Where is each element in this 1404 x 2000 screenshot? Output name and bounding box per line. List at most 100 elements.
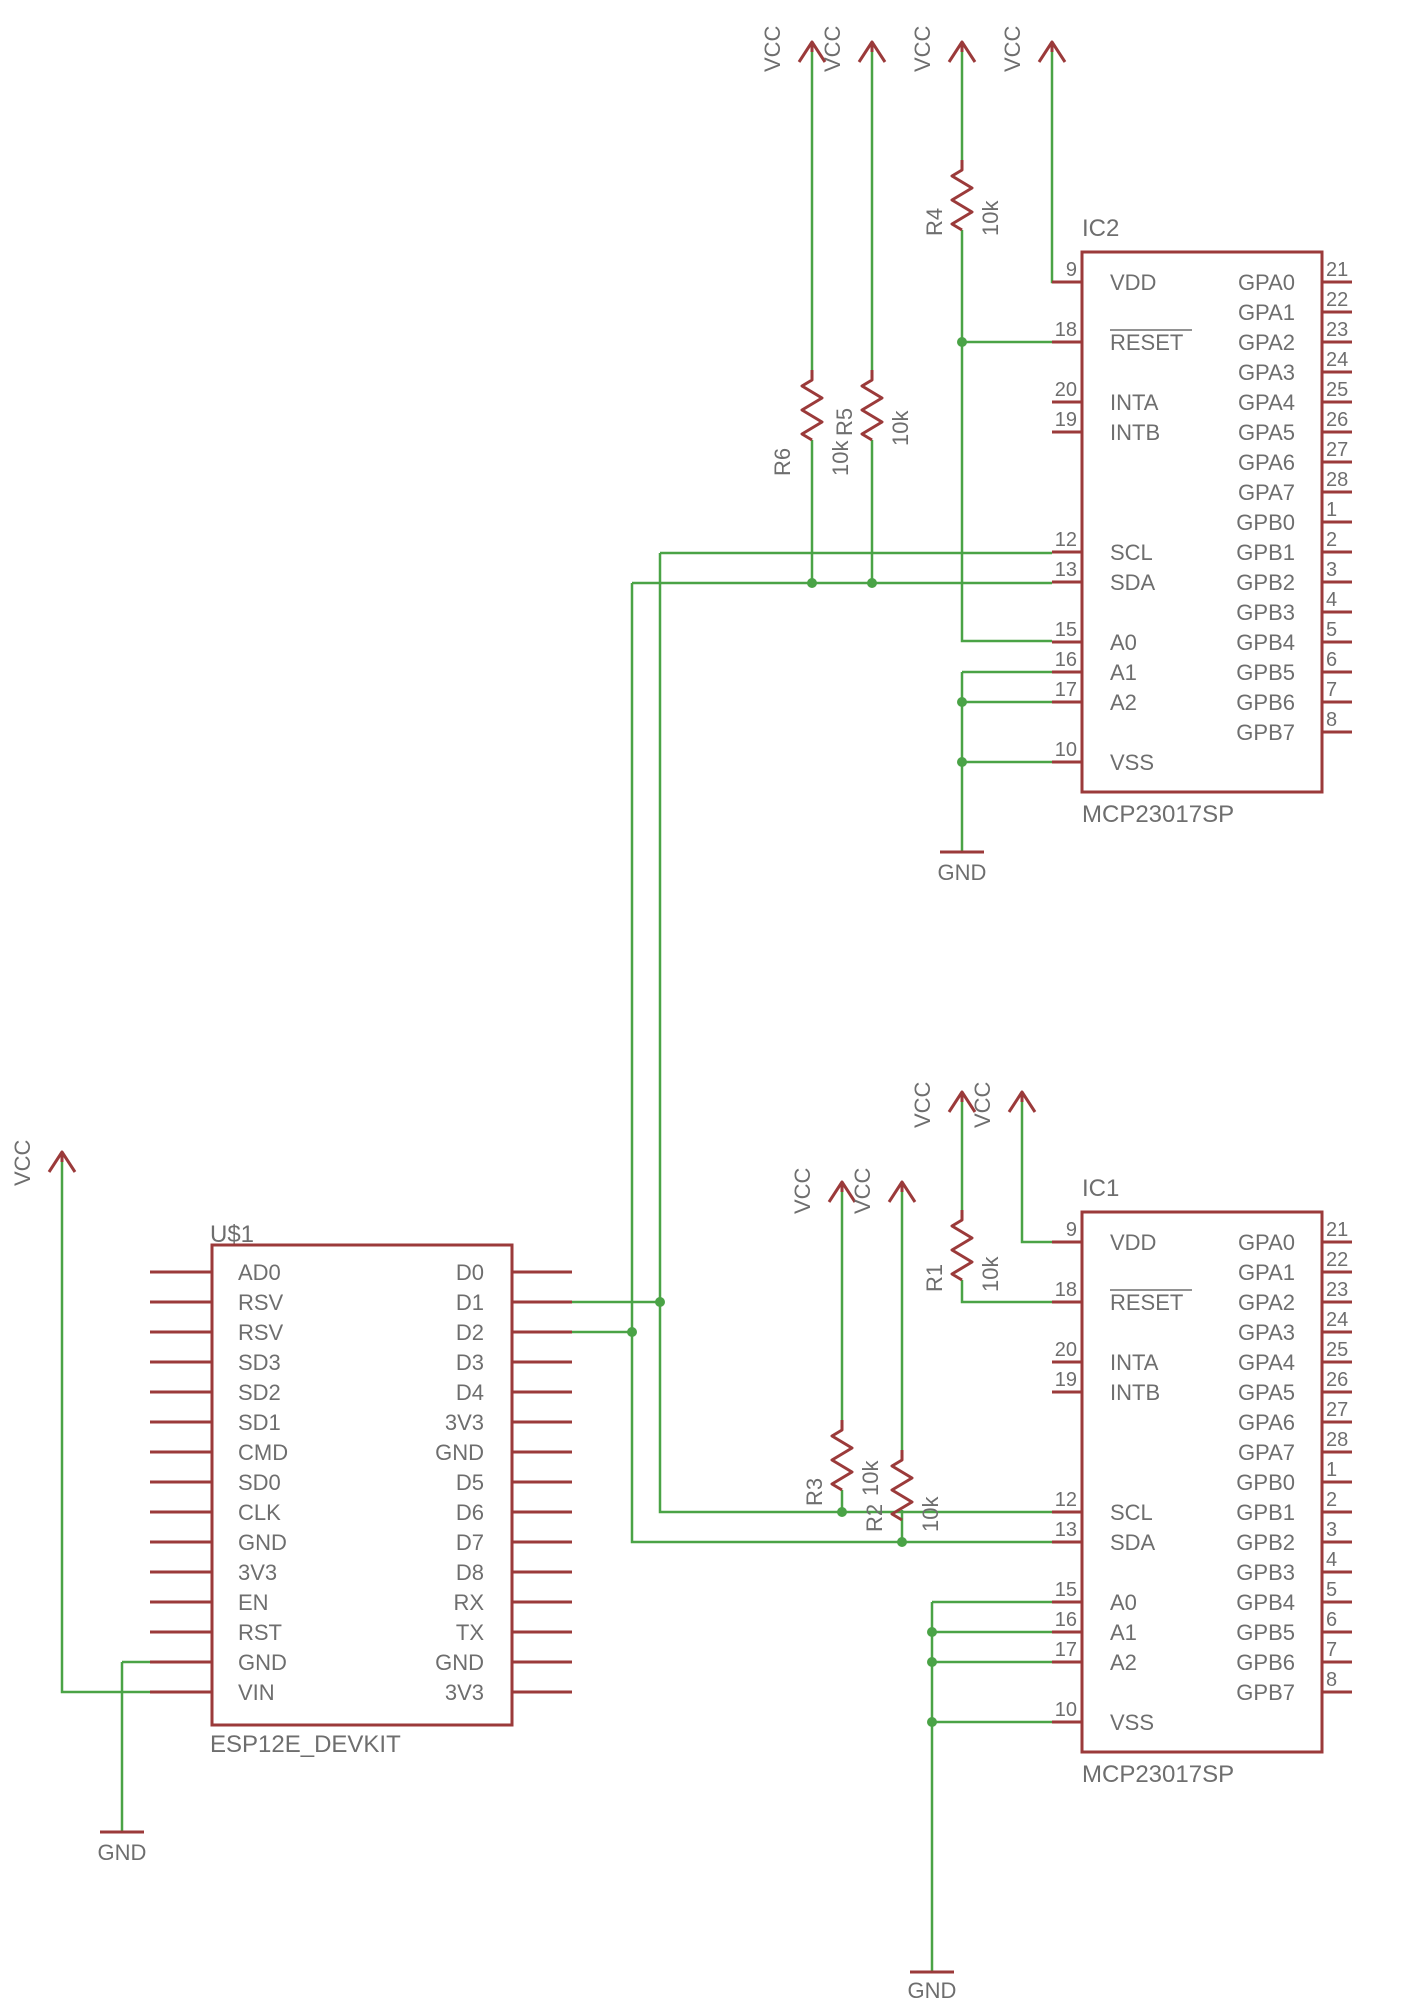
esp-pin-rst: RST bbox=[150, 1620, 282, 1645]
svg-text:VCC: VCC bbox=[820, 25, 845, 72]
esp-pin-sd0: SD0 bbox=[150, 1470, 281, 1495]
esp-pin-d0: D0 bbox=[456, 1260, 572, 1285]
esp-pin-d1: D1 bbox=[456, 1290, 572, 1315]
pin-number: 6 bbox=[1326, 649, 1337, 671]
pin-label: RSV bbox=[238, 1320, 284, 1345]
pin-label: RX bbox=[453, 1590, 484, 1615]
pin-label: GPB7 bbox=[1236, 720, 1295, 745]
esp-pin-vin: VIN bbox=[150, 1680, 275, 1705]
gnd-symbol: GND bbox=[98, 1830, 146, 1865]
pin-label: A1 bbox=[1110, 1620, 1137, 1645]
pin-label: GPB4 bbox=[1236, 630, 1295, 655]
svg-text:MCP23017SP: MCP23017SP bbox=[1082, 801, 1234, 828]
pin-number: 26 bbox=[1326, 409, 1348, 431]
esp-pin-gnd: GND bbox=[150, 1530, 287, 1555]
vcc-symbol: VCC bbox=[10, 1139, 77, 1186]
esp-pin-d7: D7 bbox=[456, 1530, 572, 1555]
pin-label: RSV bbox=[238, 1290, 284, 1315]
esp-pin-d3: D3 bbox=[456, 1350, 572, 1375]
svg-text:GND: GND bbox=[908, 1978, 957, 2000]
wire-gnd-ic2 bbox=[960, 670, 1052, 852]
wire-r4-reset-a0 bbox=[960, 230, 1052, 643]
pin-number: 21 bbox=[1326, 1219, 1348, 1241]
pin-label: GPB1 bbox=[1236, 540, 1295, 565]
svg-text:10k: 10k bbox=[858, 1460, 883, 1496]
pin-label: GPA3 bbox=[1238, 1320, 1295, 1345]
ic2-right-pins: 21GPA022GPA123GPA224GPA325GPA426GPA527GP… bbox=[1236, 259, 1352, 745]
pin-number: 12 bbox=[1055, 1489, 1077, 1511]
pin-number: 24 bbox=[1326, 1309, 1348, 1331]
vcc-symbol: VCC bbox=[820, 25, 887, 72]
wire-gnd-esp bbox=[120, 1660, 150, 1832]
wire-gnd-ic1 bbox=[930, 1600, 1052, 1972]
pin-number: 23 bbox=[1326, 1279, 1348, 1301]
pin-number: 10 bbox=[1055, 739, 1077, 761]
vcc-symbol: VCC bbox=[790, 1167, 857, 1214]
esp-pin-ad0: AD0 bbox=[150, 1260, 281, 1285]
pin-label: A2 bbox=[1110, 690, 1137, 715]
junction-dot bbox=[867, 578, 877, 588]
pin-number: 1 bbox=[1326, 499, 1337, 521]
junction-dot bbox=[927, 1717, 937, 1727]
pin-number: 28 bbox=[1326, 1429, 1348, 1451]
resistor-r6: R6 10k bbox=[770, 370, 853, 476]
esp-pin-sd2: SD2 bbox=[150, 1380, 281, 1405]
pin-number: 22 bbox=[1326, 1249, 1348, 1271]
pin-label: GPA3 bbox=[1238, 360, 1295, 385]
pin-number: 3 bbox=[1326, 559, 1337, 581]
pin-label: GPA4 bbox=[1238, 390, 1295, 415]
pin-label: CLK bbox=[238, 1500, 281, 1525]
pin-number: 28 bbox=[1326, 469, 1348, 491]
pin-label: GPB2 bbox=[1236, 1530, 1295, 1555]
vcc-symbol: VCC bbox=[850, 1167, 917, 1214]
pin-number: 26 bbox=[1326, 1369, 1348, 1391]
esp-pin-sd1: SD1 bbox=[150, 1410, 281, 1435]
ic1-right-pins: 21GPA022GPA123GPA224GPA325GPA426GPA527GP… bbox=[1236, 1219, 1352, 1705]
pin-label: GPA0 bbox=[1238, 1230, 1295, 1255]
pin-number: 19 bbox=[1055, 1369, 1077, 1391]
pin-label: 3V3 bbox=[445, 1410, 484, 1435]
svg-text:R3: R3 bbox=[802, 1478, 827, 1506]
pin-label: A1 bbox=[1110, 660, 1137, 685]
vcc-symbols: VCC VCC VCC VCC VCC VCC VCC VCC bbox=[10, 25, 1067, 1214]
junction-dot bbox=[957, 757, 967, 767]
pin-label: SD0 bbox=[238, 1470, 281, 1495]
pin-number: 20 bbox=[1055, 379, 1077, 401]
pin-number: 13 bbox=[1055, 559, 1077, 581]
esp-pin-d2: D2 bbox=[456, 1320, 572, 1345]
pin-label: GPA0 bbox=[1238, 270, 1295, 295]
junction-dot bbox=[807, 578, 817, 588]
svg-text:R4: R4 bbox=[922, 208, 947, 236]
pin-number: 21 bbox=[1326, 259, 1348, 281]
esp-pin-en: EN bbox=[150, 1590, 269, 1615]
pin-label: SD2 bbox=[238, 1380, 281, 1405]
pin-label: D3 bbox=[456, 1350, 484, 1375]
pin-number: 16 bbox=[1055, 1609, 1077, 1631]
svg-text:VCC: VCC bbox=[790, 1167, 815, 1214]
pin-number: 15 bbox=[1055, 619, 1077, 641]
pin-number: 17 bbox=[1055, 1639, 1077, 1661]
pin-label: GPA6 bbox=[1238, 450, 1295, 475]
pin-label: VDD bbox=[1110, 1230, 1156, 1255]
pin-label: 3V3 bbox=[238, 1560, 277, 1585]
wire-sda-bus bbox=[630, 581, 1052, 1544]
